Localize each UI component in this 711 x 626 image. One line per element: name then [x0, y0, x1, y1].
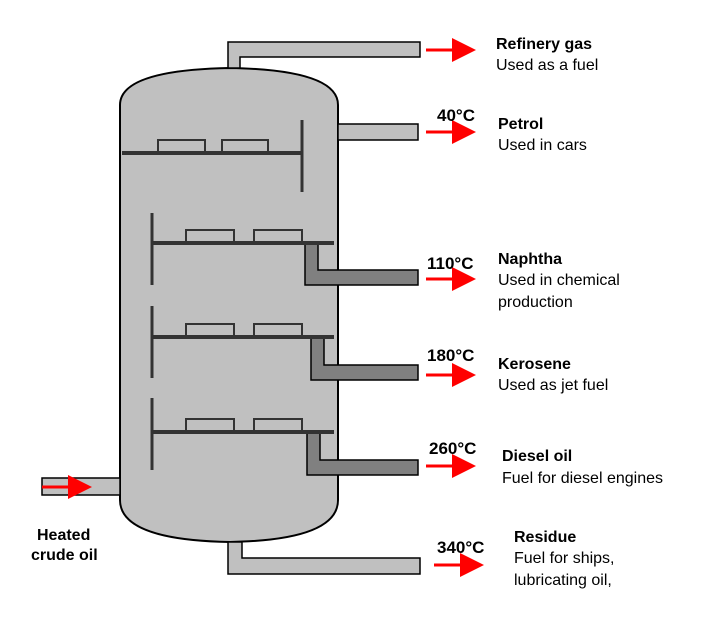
tray-3: [150, 306, 334, 378]
fraction-use-residue-line1: Fuel for ships,: [514, 550, 614, 567]
inlet-label-line2: crude oil: [31, 547, 98, 564]
tray-2: [150, 213, 334, 285]
tray-4: [150, 398, 334, 470]
temp-petrol: 40°C: [437, 106, 475, 125]
fraction-use-petrol: Used in cars: [498, 137, 587, 154]
temp-diesel: 260°C: [429, 439, 476, 458]
fraction-name-kerosene: Kerosene: [498, 356, 571, 373]
petrol-pipe: [337, 123, 419, 141]
residue-pipe: [227, 541, 421, 575]
fraction-name-naphtha: Naphtha: [498, 251, 562, 268]
fraction-name-refinery-gas: Refinery gas: [496, 36, 592, 53]
fraction-name-diesel: Diesel oil: [502, 448, 572, 465]
fraction-use-refinery-gas: Used as a fuel: [496, 57, 598, 74]
output-arrows: [42, 38, 484, 577]
inlet-label-line1: Heated: [37, 527, 90, 544]
temp-residue: 340°C: [437, 538, 484, 557]
refinery-gas-pipe: [227, 41, 421, 69]
fraction-name-petrol: Petrol: [498, 116, 543, 133]
temp-naphtha: 110°C: [427, 254, 474, 273]
fraction-use-residue-line2: lubricating oil,: [514, 572, 612, 589]
temp-kerosene: 180°C: [427, 346, 474, 365]
fraction-use-naphtha-line2: production: [498, 294, 573, 311]
fraction-name-residue: Residue: [514, 529, 576, 546]
tray-1: [122, 120, 304, 192]
fraction-use-diesel: Fuel for diesel engines: [502, 470, 663, 487]
fraction-use-kerosene: Used as jet fuel: [498, 377, 608, 394]
fraction-use-naphtha-line1: Used in chemical: [498, 272, 620, 289]
distillation-column: [119, 66, 339, 544]
